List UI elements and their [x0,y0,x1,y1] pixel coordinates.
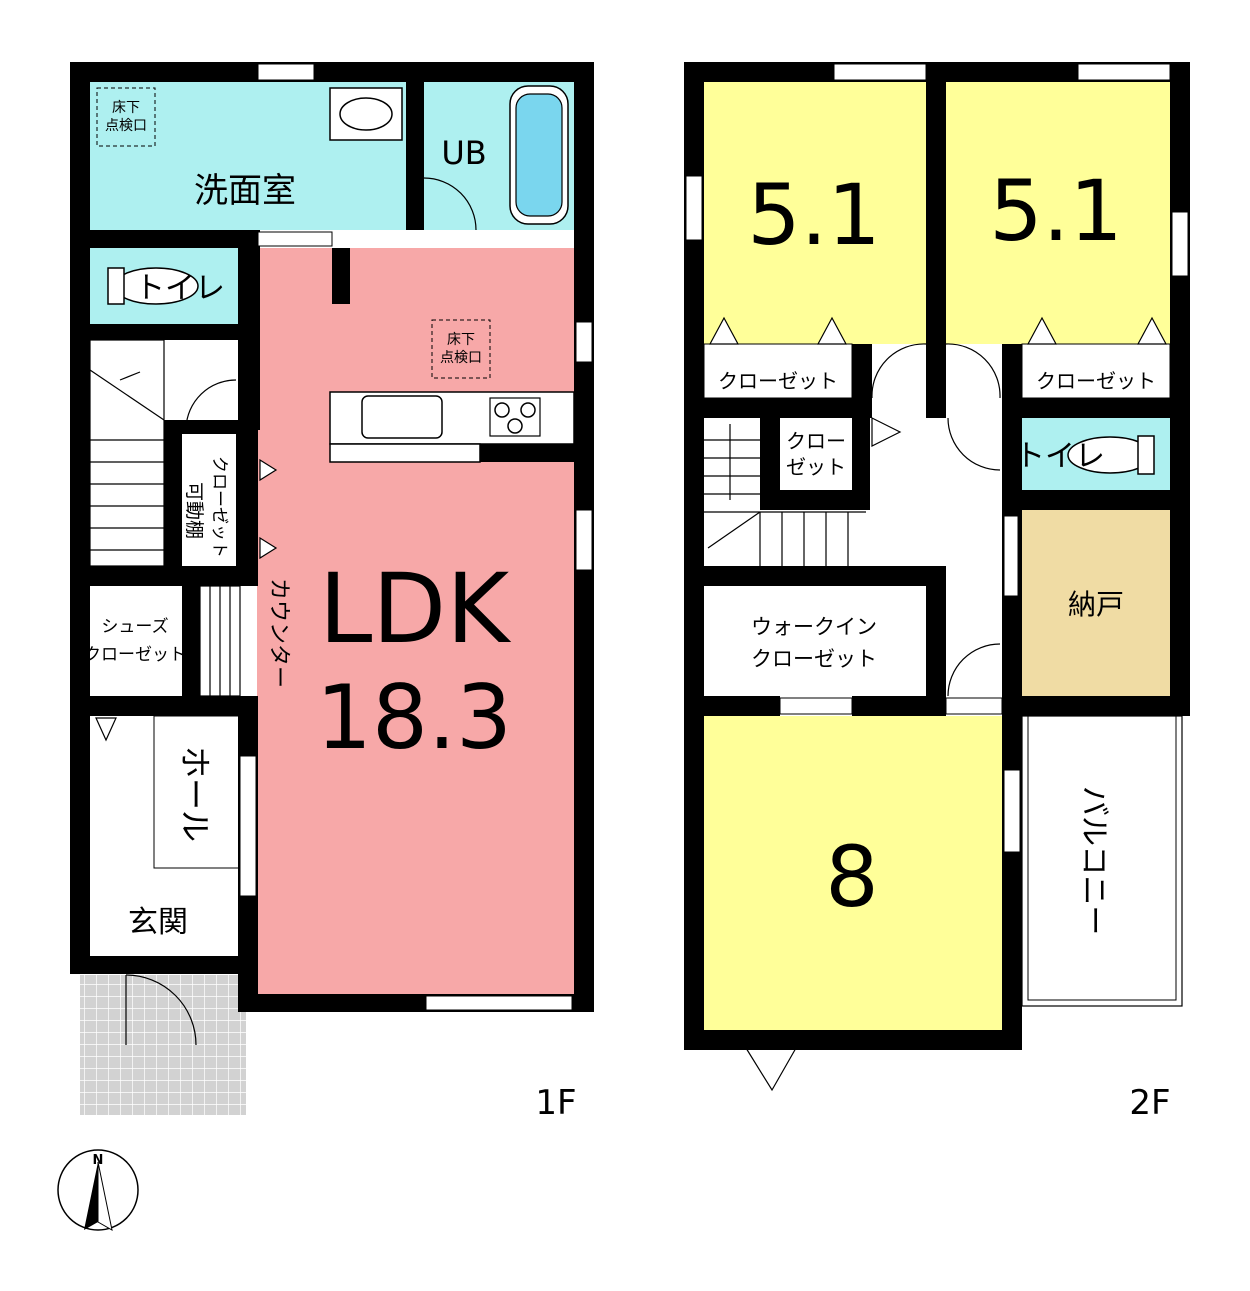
floor-1f-label: 1F [535,1083,576,1123]
storage-label: 納戸 [1068,588,1124,621]
bed-right-label: 5.1 [989,162,1123,260]
north-label: N [93,1153,104,1168]
toilet-2f-tank [1137,435,1155,475]
hall-label: ホール [176,746,214,842]
toilet-tank [107,267,125,305]
door-arcs-2f [871,343,1001,697]
windows-1f [239,63,593,1011]
shelf-label: 可動棚 [183,482,205,539]
toilet-2f-label: トイレ [1015,439,1105,474]
ldk-size-label: 18.3 [316,666,512,769]
closet-small-label-1: クロー [786,429,846,453]
entrance-label: 玄関 [128,905,188,940]
shoes-label-2: クローゼット [84,645,186,665]
toilet-1f-label: トイレ [135,271,225,306]
ldk-name-label: LDK [319,553,511,665]
room-bed-main [704,716,1002,1030]
closet-door-marks [259,458,278,560]
door-arc [423,177,477,231]
wic-label-1: ウォークイン [751,615,877,639]
floor-2f: 5.1 5.1 クローゼット クローゼット クロー ゼット トイレ 納戸 ウォー… [684,62,1190,1123]
inspection-hatch-ldk [431,319,491,379]
door-arc [185,379,237,429]
sink-icon [361,395,443,439]
inspect-a-label-1: 床下 [112,100,140,116]
room-ldk [257,248,574,994]
windows-2f [685,63,1189,853]
stove-burner [507,418,523,434]
basin-bowl [339,97,393,131]
porch-tile [80,975,246,1115]
inspect-b-label-1: 床下 [447,332,475,348]
room-storage [1022,510,1170,696]
compass: N [57,1149,139,1231]
stove-icon [494,402,510,418]
shoes-label-1: シューズ [101,617,168,637]
closet-right-label: クローゼット [1036,369,1156,393]
inspect-a-label-2: 点検口 [105,118,147,134]
stairs-2f [704,424,866,566]
bath-label: UB [441,134,486,172]
stove-burner [520,402,536,418]
balcony-label: バルコニー [1076,786,1111,935]
wic-label-2: クローゼット [751,647,877,671]
floor-1f: 洗面室 UB トイレ 床下 点検口 床下 点検口 LDK 18.3 カウンター … [70,62,594,1123]
floor-2f-label: 2F [1129,1083,1170,1123]
bed-left-label: 5.1 [747,166,881,264]
stove-frame [489,397,541,437]
inspect-b-label-2: 点検口 [440,350,482,366]
room-bed-left [704,82,926,344]
door-mark-2f [745,1047,797,1092]
bathtub-water [515,93,563,217]
bed-main-label: 8 [825,828,878,926]
closet-v-label: クローゼット [209,456,229,558]
closet-left-area [703,343,853,399]
counter-label: カウンター [266,578,291,688]
entrance-door-arc [125,974,197,1046]
kitchen-bar [329,443,481,463]
closet-door-marks-2f [708,316,1168,345]
closet-left-label: クローゼット [718,369,838,393]
room-bed-right [946,82,1170,344]
washroom-label: 洗面室 [194,171,296,211]
inspection-hatch-washroom [96,87,156,147]
closet-small-label-2: ゼット [786,455,846,479]
shoe-closet-door-mark [95,717,117,742]
balcony [1021,715,1183,1007]
small-closet-door-mark [871,417,902,447]
